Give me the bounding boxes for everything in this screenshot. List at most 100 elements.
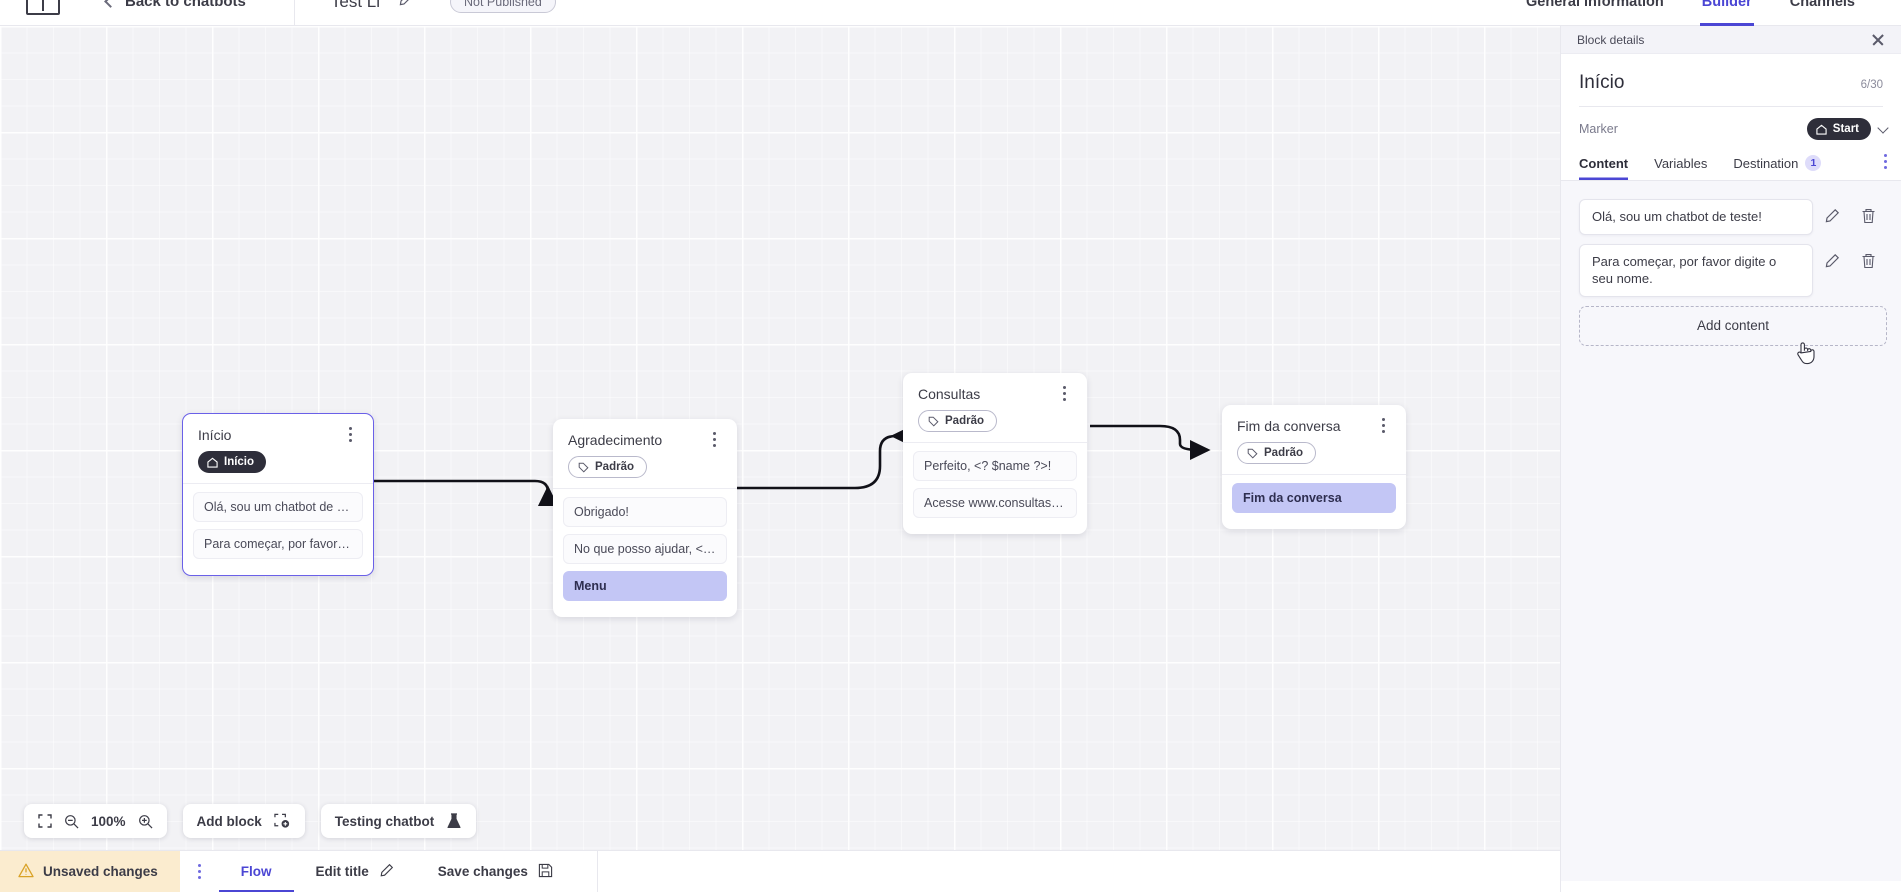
- node-content-row[interactable]: No que posso ajudar, <? $name ...: [563, 534, 727, 564]
- add-content-button[interactable]: Add content: [1579, 305, 1887, 346]
- node-header: Fim da conversa: [1222, 405, 1406, 436]
- tag-icon: [1247, 448, 1258, 459]
- flow-canvas[interactable]: Início Início Olá, sou um chatbot de tes…: [0, 26, 1560, 862]
- node-content-row[interactable]: Acesse www.consultas.com par...: [913, 488, 1077, 518]
- zoom-out-icon[interactable]: [64, 814, 79, 829]
- content-text[interactable]: Olá, sou um chatbot de teste!: [1579, 199, 1813, 236]
- node-content-row[interactable]: Obrigado!: [563, 497, 727, 527]
- panel-tab-destination-label: Destination: [1733, 155, 1799, 171]
- marker-select[interactable]: Start: [1806, 118, 1889, 140]
- edit-content-pencil-icon[interactable]: [1813, 199, 1850, 224]
- canvas-toolbar: 100% Add block Testing chatbot: [24, 804, 477, 838]
- node-separator: [1222, 474, 1406, 475]
- marker-start-badge: Start: [1806, 118, 1871, 140]
- marker-value: Start: [1832, 123, 1859, 135]
- warning-icon: [18, 863, 34, 881]
- node-default-tag: Padrão: [1237, 442, 1316, 464]
- bottom-status-bar: Unsaved changes Flow Edit title Save cha…: [0, 850, 1560, 892]
- tab-channels[interactable]: Channels: [1789, 0, 1855, 10]
- panel-tab-content[interactable]: Content: [1579, 156, 1628, 180]
- flow-node-fim-da-conversa[interactable]: Fim da conversa Padrão Fim da conversa: [1222, 405, 1406, 529]
- panel-header: Block details: [1561, 26, 1901, 54]
- node-tag-label: Padrão: [945, 415, 984, 427]
- edit-title-button[interactable]: Edit title: [294, 851, 416, 892]
- panel-tabs-kebab-icon[interactable]: [1884, 154, 1887, 180]
- node-start-tag: Início: [198, 451, 267, 473]
- zoom-level-label: 100%: [91, 813, 126, 829]
- destination-count-badge: 1: [1805, 155, 1822, 171]
- testing-chatbot-button[interactable]: Testing chatbot: [320, 804, 477, 838]
- node-content-row[interactable]: Olá, sou um chatbot de teste!: [193, 492, 363, 522]
- panel-tab-variables[interactable]: Variables: [1654, 156, 1707, 180]
- tab-builder[interactable]: Builder: [1700, 0, 1754, 26]
- back-to-chatbots-link[interactable]: Back to chatbots: [104, 0, 246, 10]
- save-icon: [538, 863, 553, 881]
- flow-node-consultas[interactable]: Consultas Padrão Perfeito, <? $name ?>! …: [903, 373, 1087, 534]
- bottom-bar-divider: [596, 850, 598, 892]
- add-block-icon: [274, 813, 291, 829]
- app-logo-icon[interactable]: [26, 0, 60, 15]
- tab-general-information[interactable]: General information: [1526, 0, 1664, 10]
- top-header: Back to chatbots Test Li Not Published G…: [0, 0, 1901, 26]
- node-tag-label: Início: [224, 456, 255, 468]
- panel-tab-destination[interactable]: Destination 1: [1733, 155, 1822, 180]
- zoom-controls: 100%: [24, 804, 167, 838]
- panel-title-rule: [1579, 106, 1883, 107]
- panel-char-count: 6/30: [1860, 79, 1883, 91]
- add-block-label: Add block: [196, 813, 262, 829]
- zoom-in-icon[interactable]: [138, 814, 153, 829]
- chevron-down-icon: [1877, 121, 1889, 134]
- home-icon: [1816, 124, 1827, 135]
- flow-node-inicio[interactable]: Início Início Olá, sou um chatbot de tes…: [182, 413, 374, 576]
- bot-name-label: Test Li: [330, 0, 380, 11]
- node-menu-kebab-icon[interactable]: [1375, 418, 1391, 433]
- panel-tab-content-label: Content: [1579, 156, 1629, 171]
- node-header: Consultas: [903, 373, 1087, 404]
- edit-bot-name-pencil-icon[interactable]: [398, 0, 414, 12]
- node-menu-kebab-icon[interactable]: [342, 427, 358, 442]
- delete-content-trash-icon[interactable]: [1850, 244, 1887, 269]
- header-tabs: General information Builder Channels: [1524, 0, 1857, 25]
- bottom-tab-flow[interactable]: Flow: [219, 851, 294, 892]
- flow-edges: [374, 424, 1211, 507]
- node-tag-label: Padrão: [1264, 447, 1303, 459]
- chevron-left-icon: [104, 0, 117, 8]
- add-block-button[interactable]: Add block: [182, 804, 305, 838]
- node-menu-kebab-icon[interactable]: [706, 432, 722, 447]
- content-text[interactable]: Para começar, por favor digite o seu nom…: [1579, 244, 1813, 297]
- bottom-tab-flow-label: Flow: [240, 864, 272, 879]
- unsaved-changes-indicator: Unsaved changes: [0, 850, 180, 892]
- back-to-chatbots-label: Back to chatbots: [125, 0, 246, 10]
- bottom-bar-kebab-icon[interactable]: [180, 864, 219, 879]
- tag-icon: [578, 462, 589, 473]
- node-content-row[interactable]: Para começar, por favor digite o ...: [193, 529, 363, 559]
- content-item: Olá, sou um chatbot de teste!: [1579, 199, 1887, 236]
- node-tag-row: Padrão: [553, 450, 737, 488]
- save-changes-button[interactable]: Save changes: [416, 851, 575, 892]
- home-icon: [207, 457, 218, 468]
- node-separator: [183, 483, 373, 484]
- panel-header-title: Block details: [1577, 32, 1645, 47]
- node-tag-label: Padrão: [595, 461, 634, 473]
- flow-node-agradecimento[interactable]: Agradecimento Padrão Obrigado! No que po…: [553, 419, 737, 617]
- node-title: Início: [198, 427, 232, 443]
- node-tag-row: Padrão: [1222, 436, 1406, 474]
- node-content-row-menu[interactable]: Menu: [563, 571, 727, 601]
- panel-marker-row: Marker Start: [1561, 107, 1901, 140]
- close-icon[interactable]: [1871, 33, 1885, 47]
- flask-icon: [446, 812, 462, 830]
- node-menu-kebab-icon[interactable]: [1056, 386, 1072, 401]
- panel-content-body: Olá, sou um chatbot de teste! Para começ…: [1561, 181, 1901, 881]
- fit-view-icon[interactable]: [38, 814, 52, 828]
- delete-content-trash-icon[interactable]: [1850, 199, 1887, 224]
- edit-content-pencil-icon[interactable]: [1813, 244, 1850, 269]
- node-content-row-menu[interactable]: Fim da conversa: [1232, 483, 1396, 513]
- panel-title-row: Início 6/30: [1561, 54, 1901, 94]
- node-content-row[interactable]: Perfeito, <? $name ?>!: [913, 451, 1077, 481]
- testing-chatbot-label: Testing chatbot: [334, 813, 435, 829]
- node-title: Agradecimento: [568, 432, 663, 448]
- edit-title-label: Edit title: [315, 864, 369, 879]
- node-tag-row: Início: [183, 445, 373, 483]
- content-item: Para começar, por favor digite o seu nom…: [1579, 244, 1887, 297]
